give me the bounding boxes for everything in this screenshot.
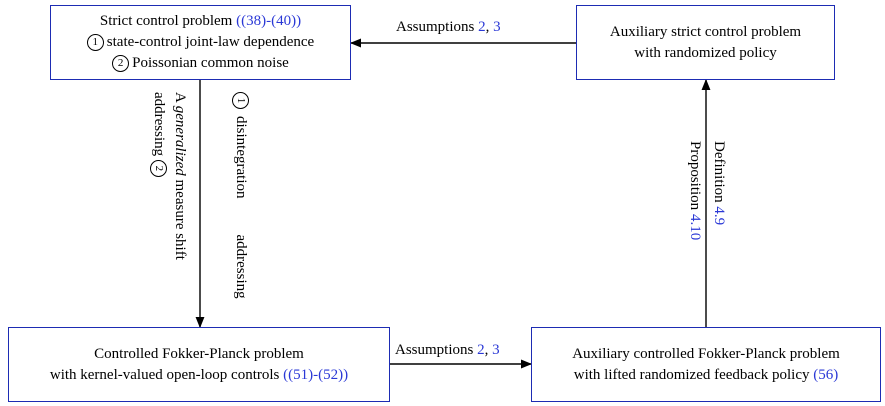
controlled-fokker-planck-box: Controlled Fokker-Planck problem with ke… — [8, 327, 390, 402]
bottom-edge-label: Assumptions 2, 3 — [395, 342, 500, 358]
ref-38[interactable]: (38) — [241, 13, 267, 29]
aux-fp-line-2: with lifted randomized feedback policy (… — [573, 366, 839, 383]
controlled-fp-line-2: with kernel-valued open-loop controls ((… — [49, 366, 349, 383]
strict-box-title: Strict control problem ((38)-(40)) — [99, 13, 302, 29]
left-edge-label-col2: A generalized measure shift — [172, 92, 188, 260]
ref-52[interactable]: (52) — [318, 366, 344, 383]
ref-proposition-4-10[interactable]: 4.10 — [687, 213, 703, 241]
circled-number-icon: 1 — [232, 92, 249, 109]
circled-number-icon: 2 — [112, 55, 130, 72]
auxiliary-controlled-fokker-planck-box: Auxiliary controlled Fokker-Planck probl… — [531, 327, 881, 402]
right-edge-label-line1: Definition 4.9 — [711, 141, 727, 226]
top-edge-label: Assumptions 2, 3 — [396, 19, 501, 35]
right-edge-label-line2: Proposition 4.10 — [687, 141, 703, 241]
ref-56[interactable]: (56) — [813, 366, 839, 383]
ref-51[interactable]: (51) — [288, 366, 314, 383]
ref-assumption-2[interactable]: 2 — [477, 342, 485, 358]
left-edge-label-col3: addressing 2 — [148, 92, 170, 180]
circled-number-icon: 1 — [86, 34, 104, 51]
ref-assumption-2[interactable]: 2 — [478, 19, 486, 35]
ref-definition-4-9[interactable]: 4.9 — [711, 206, 727, 226]
circled-number-icon: 2 — [150, 159, 167, 177]
ref-assumption-3[interactable]: 3 — [493, 19, 501, 35]
auxiliary-strict-control-box: Auxiliary strict control problem with ra… — [576, 5, 835, 80]
ref-assumption-3[interactable]: 3 — [492, 342, 500, 358]
left-edge-label-col1: 1disintegrationaddressing — [230, 92, 252, 299]
ref-40[interactable]: (40) — [271, 13, 297, 29]
